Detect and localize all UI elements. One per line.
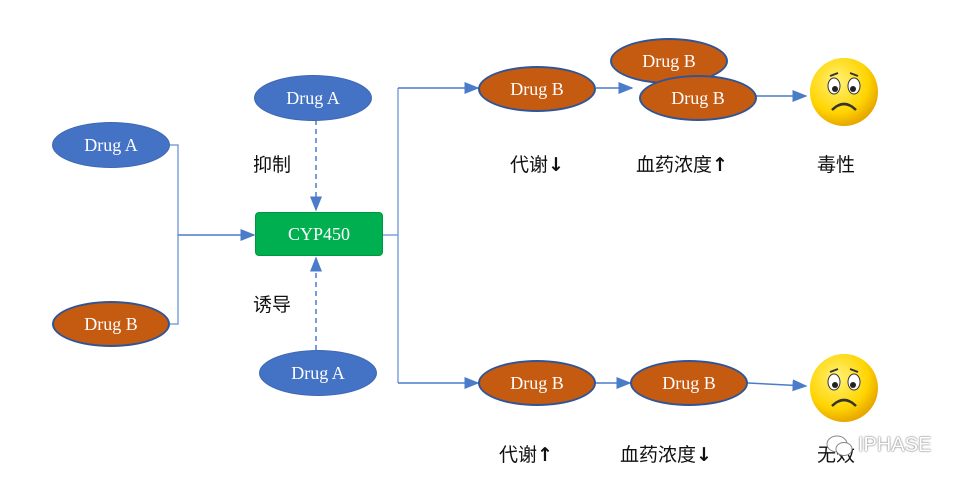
left-drug-a-label: Drug A: [84, 134, 138, 155]
left-bracket-line: [168, 144, 179, 325]
sad-face-icon: [810, 354, 878, 422]
cyp450-label: CYP450: [287, 223, 350, 244]
toxicity-label: 毒性: [817, 154, 856, 176]
wechat-icon: [826, 435, 853, 456]
lower-drug-b-node-2: Drug B: [630, 360, 748, 406]
lower-drug-b-node-1: Drug B: [478, 360, 596, 406]
upper-drug-b-node-front: Drug B: [639, 75, 757, 121]
left-drug-b-label: Drug B: [84, 313, 138, 334]
concentration-down-label: 血药浓度↓: [620, 444, 712, 466]
left-drug-b-node: Drug B: [52, 301, 170, 347]
down-arrow-icon: ↓: [548, 154, 564, 176]
concentration-up-label: 血药浓度↑: [636, 154, 728, 176]
upper-drug-b-label-back: Drug B: [642, 50, 696, 71]
upper-drug-b-node-back: Drug B: [610, 38, 728, 84]
upper-drug-b-label-1: Drug B: [510, 78, 564, 99]
sad-face-icon: [810, 58, 878, 126]
up-arrow-icon: ↑: [712, 154, 728, 176]
inhibit-label: 抑制: [253, 154, 292, 176]
top-drug-a-label: Drug A: [286, 87, 340, 108]
induce-label: 诱导: [253, 294, 292, 316]
cyp450-node: CYP450: [255, 212, 383, 256]
bottom-drug-a-node: Drug A: [259, 350, 377, 396]
bottom-drug-a-label: Drug A: [291, 362, 345, 383]
watermark-text: IPHASE: [858, 434, 932, 456]
right-bracket-line: [382, 88, 399, 383]
left-drug-a-node: Drug A: [52, 122, 170, 168]
metabolism-down-label: 代谢↓: [510, 154, 564, 176]
upper-drug-b-label-front: Drug B: [671, 87, 725, 108]
lower-drug-b-label-1: Drug B: [510, 372, 564, 393]
down-arrow-icon: ↓: [696, 444, 712, 466]
up-arrow-icon: ↑: [537, 444, 553, 466]
top-drug-a-node: Drug A: [254, 75, 372, 121]
metabolism-up-label: 代谢↑: [499, 444, 553, 466]
lower-drug-b-label-2: Drug B: [662, 372, 716, 393]
upper-drug-b-node-1: Drug B: [478, 66, 596, 112]
lower-chain-arrow-2: [747, 379, 808, 392]
